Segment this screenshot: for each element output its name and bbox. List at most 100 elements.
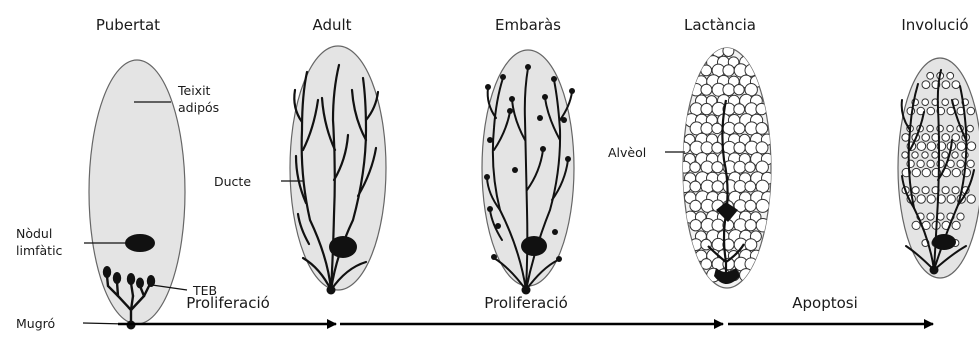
alveolus <box>967 125 974 132</box>
alveolus <box>957 213 964 220</box>
alveolus <box>927 213 934 220</box>
alveolus <box>701 65 712 76</box>
alveolus <box>712 162 723 173</box>
alveolus <box>932 152 938 158</box>
alveolus <box>967 142 976 151</box>
alveolus <box>679 181 691 193</box>
lymph-node-pregnancy <box>521 236 547 256</box>
alveolus <box>690 162 700 172</box>
alveolus <box>723 65 734 76</box>
gland-puberty: Teixit adipós Nòdul limfàtic TEB Mugró <box>16 60 219 331</box>
alveolus <box>917 195 925 203</box>
alveolus <box>701 84 712 95</box>
alveolus <box>967 195 975 203</box>
label-nipple: Mugró <box>16 316 55 331</box>
alveolus <box>756 142 768 154</box>
alveolus <box>734 181 746 193</box>
label-lymph-line2: limfàtic <box>16 243 63 258</box>
alveolus <box>967 107 975 115</box>
alveolus <box>927 160 934 167</box>
phase-label-proliferation-1: Proliferació <box>186 294 270 312</box>
alveolus <box>734 161 746 173</box>
alveolus <box>952 81 960 89</box>
phase-label-apoptosis: Apoptosi <box>792 294 858 312</box>
alveolus <box>723 84 735 96</box>
label-alveolus: Alvèol <box>608 145 646 160</box>
alveolus <box>942 187 949 194</box>
alveolus <box>947 72 954 79</box>
alveolus <box>734 104 745 115</box>
alveolus <box>701 103 712 114</box>
alveolus <box>756 219 769 232</box>
alveolus <box>701 142 713 154</box>
alveolus <box>912 221 920 229</box>
alveolus <box>690 181 701 192</box>
label-lymph-line1: Nòdul <box>16 226 52 241</box>
alveolus <box>745 239 757 251</box>
alveolus <box>952 168 960 176</box>
alveolus <box>745 162 755 172</box>
alveolus <box>756 122 768 134</box>
gland-pregnancy <box>482 50 575 295</box>
alveolus <box>690 220 701 231</box>
alveolus <box>745 200 756 211</box>
alveolus <box>927 72 934 79</box>
alveolus <box>942 81 950 89</box>
alveolus <box>912 152 918 158</box>
stage-title-adult: Adult <box>312 16 351 34</box>
label-duct: Ducte <box>214 174 251 189</box>
alveolus <box>922 81 930 89</box>
lymph-node-adult <box>329 236 357 258</box>
alveolus <box>927 125 934 132</box>
nipple-adult <box>327 286 336 295</box>
alveolus <box>947 195 955 203</box>
alveolus <box>701 122 713 134</box>
alveolus <box>745 220 756 231</box>
gland-adult: Ducte <box>214 46 386 295</box>
nipple-involution <box>930 266 939 275</box>
stage-title-puberty: Pubertat <box>96 16 160 34</box>
alveolus <box>927 195 935 203</box>
alveolus <box>922 187 929 194</box>
label-adipose-line2: adipós <box>178 100 219 115</box>
alveolus <box>734 142 745 153</box>
alveolus <box>740 269 753 282</box>
alveolus <box>952 187 959 194</box>
alveolus <box>942 99 949 106</box>
alveolus <box>942 152 948 158</box>
lymph-node-puberty <box>125 234 155 252</box>
lymph-node-involution <box>932 234 956 250</box>
alveolus <box>917 160 924 167</box>
stage-title-involution: Involució <box>901 16 968 34</box>
alveolus <box>927 142 936 151</box>
alveolus <box>957 160 964 167</box>
gland-involution <box>898 58 979 278</box>
alveolus <box>712 181 723 192</box>
gland-lactation: Alvèol <box>608 45 774 288</box>
alveolus <box>712 142 723 153</box>
alveolus <box>952 152 958 158</box>
alveolus <box>902 152 908 158</box>
alveolus <box>734 85 744 95</box>
alveolus <box>952 221 960 229</box>
alveolus <box>734 123 745 134</box>
alveolus <box>745 181 756 192</box>
alveolus <box>927 107 935 115</box>
alveolus <box>947 125 954 132</box>
phase-label-proliferation-2: Proliferació <box>484 294 568 312</box>
alveolus <box>922 99 929 106</box>
alveolus <box>690 200 701 211</box>
alveolus <box>957 142 966 151</box>
alveolus <box>917 142 926 151</box>
alveolus <box>912 187 919 194</box>
alveolus <box>712 123 722 133</box>
alveolus <box>723 46 734 57</box>
alveolus <box>756 199 769 212</box>
alveolus <box>922 152 928 158</box>
alveolus <box>952 134 960 142</box>
label-adipose-line1: Teixit <box>177 83 211 98</box>
alveolus <box>679 161 691 173</box>
alveolus <box>922 168 930 176</box>
